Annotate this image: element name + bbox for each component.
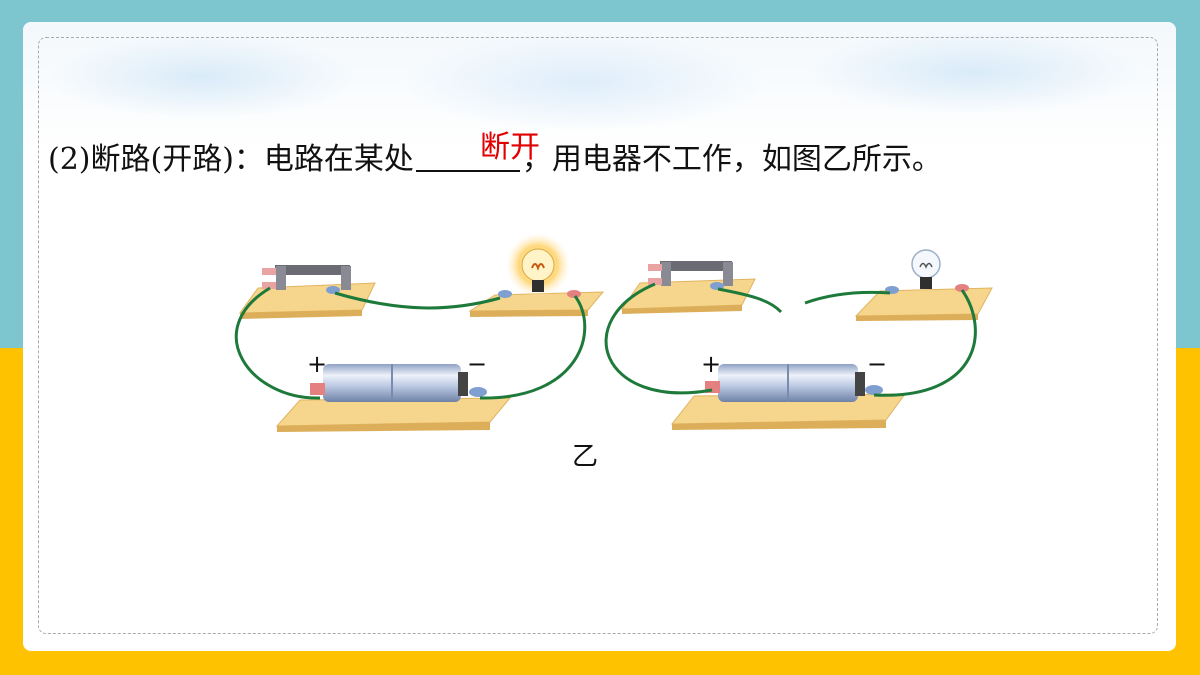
lit-bulb (468, 233, 605, 317)
question-suffix: ，用电器不工作，如图乙所示。 (521, 142, 942, 177)
question-line: (2)断路(开路)：电路在某处 ，用电器不工作，如图乙所示。 (48, 134, 942, 178)
minus-sign-right: − (867, 350, 888, 378)
unlit-bulb (854, 249, 993, 321)
closed-circuit (234, 233, 605, 432)
battery-2 (670, 364, 906, 430)
dashed-frame (38, 37, 1158, 634)
plus-sign-left: + (307, 350, 328, 378)
minus-sign-left: − (467, 350, 488, 378)
open-circuit (604, 249, 993, 430)
question-prefix: (2)断路(开路)：电路在某处 (48, 142, 414, 177)
cloud-decoration (23, 22, 1176, 152)
switch-open (621, 261, 756, 314)
figure-caption: 乙 (572, 442, 599, 472)
slide-card (23, 22, 1176, 651)
answer-blank (415, 169, 520, 172)
battery (275, 364, 512, 432)
switch (239, 265, 376, 319)
answer-text: 断开 (480, 130, 540, 165)
plus-sign-right: + (701, 350, 722, 378)
